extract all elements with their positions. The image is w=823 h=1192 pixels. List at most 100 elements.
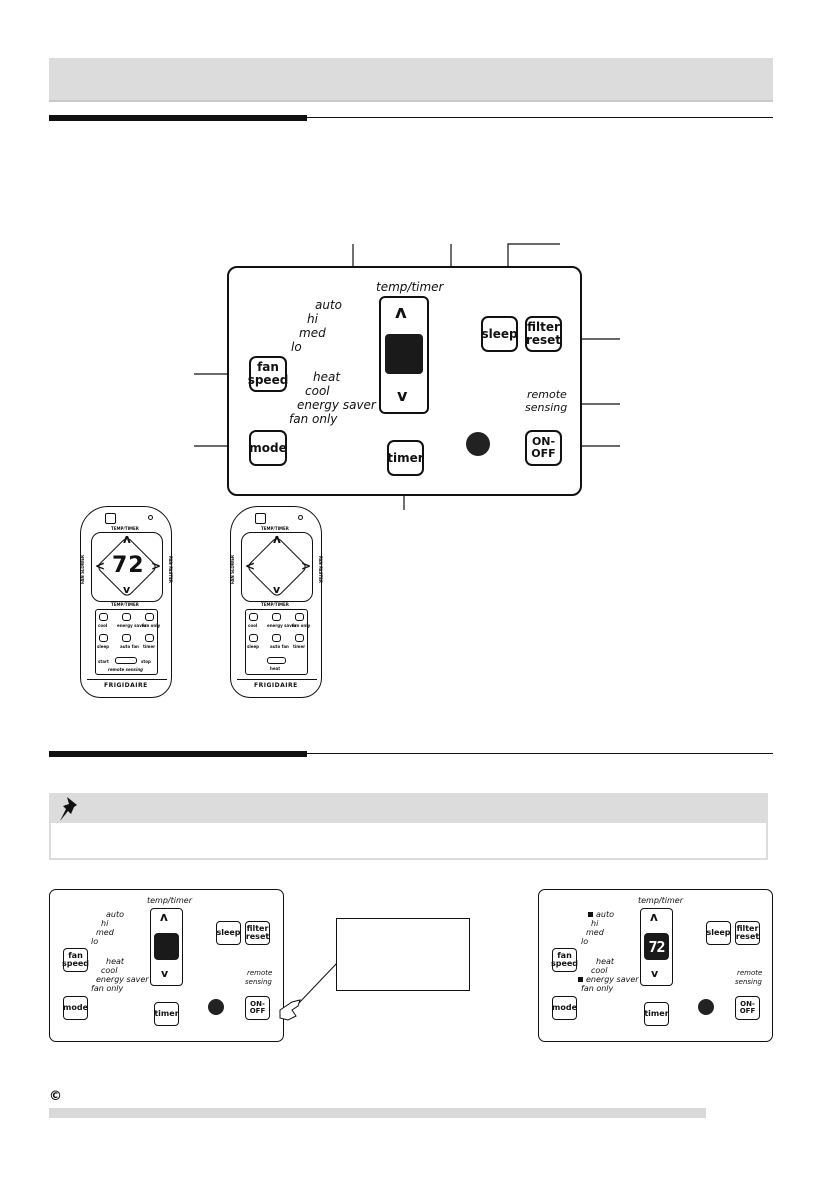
temp-down-button[interactable]: v bbox=[161, 967, 169, 980]
temp-up-button[interactable]: ʌ bbox=[650, 910, 658, 924]
remote-up-icon[interactable]: ʌ bbox=[123, 532, 131, 546]
remote-fan-only-button[interactable] bbox=[145, 613, 154, 621]
indicator-auto bbox=[588, 912, 593, 917]
remote-energy-saver-button[interactable] bbox=[272, 613, 281, 621]
remote-auto-fan-button[interactable] bbox=[122, 634, 131, 642]
remote-auto-fan-button[interactable] bbox=[272, 634, 281, 642]
mode-button[interactable]: mode bbox=[552, 996, 577, 1020]
fan-level-auto: auto bbox=[596, 910, 615, 919]
temp-display bbox=[154, 933, 179, 960]
mode-energy-saver: energy saver bbox=[586, 975, 639, 984]
fan-faster-label: FAN FASTER bbox=[317, 556, 323, 583]
fan-slower-label: FAN SLOWER bbox=[230, 554, 236, 585]
ir-led-icon bbox=[298, 515, 303, 520]
remote-up-icon[interactable]: ʌ bbox=[273, 532, 281, 546]
fan-speed-button[interactable]: fan speed bbox=[248, 356, 288, 392]
timer-button[interactable]: timer bbox=[154, 1002, 179, 1026]
fan-speed-button[interactable]: fan speed bbox=[551, 948, 578, 972]
remote-fan-only-button[interactable] bbox=[295, 613, 304, 621]
remote-heat-label: heat bbox=[270, 666, 281, 671]
remote-energy-saver-button[interactable] bbox=[122, 613, 131, 621]
fan-level-med: med bbox=[96, 928, 114, 937]
fan-faster-label: FAN FASTER bbox=[167, 556, 173, 583]
remote-cool-button[interactable] bbox=[249, 613, 258, 621]
remote-temp-timer-bottom: TEMP/TIMER bbox=[111, 602, 139, 607]
remote-cool-button[interactable] bbox=[99, 613, 108, 621]
filter-reset-button[interactable]: filter reset bbox=[735, 921, 760, 945]
remote-auto-fan-label: auto fan bbox=[270, 644, 289, 649]
remote-temp-timer-top: TEMP/TIMER bbox=[261, 526, 289, 531]
remote-cool-label: cool bbox=[98, 623, 108, 628]
remote-left-icon[interactable]: < bbox=[245, 559, 256, 573]
section-rule-thick bbox=[49, 115, 307, 121]
note-header bbox=[49, 793, 768, 823]
mode-button[interactable]: mode bbox=[63, 996, 88, 1020]
remote-right-icon[interactable]: > bbox=[151, 559, 162, 573]
temp-display: 72 bbox=[644, 933, 669, 960]
remote-sleep-button[interactable] bbox=[99, 634, 108, 642]
fan-speed-button[interactable]: fan speed bbox=[62, 948, 89, 972]
temp-up-button[interactable]: ʌ bbox=[160, 910, 168, 924]
sleep-button[interactable]: sleep bbox=[216, 921, 241, 945]
remote-sensor-dot bbox=[208, 999, 224, 1015]
timer-button[interactable]: timer bbox=[387, 440, 424, 476]
remote-dpad[interactable]: ʌ v < > bbox=[241, 532, 313, 602]
power-icon[interactable] bbox=[255, 513, 266, 524]
power-icon[interactable] bbox=[105, 513, 116, 524]
remote-down-icon[interactable]: v bbox=[273, 583, 281, 596]
temp-down-button[interactable]: v bbox=[651, 967, 659, 980]
fan-level-hi: hi bbox=[307, 312, 318, 326]
control-panel-small-left: temp/timer auto hi med lo heat cool ener… bbox=[49, 889, 284, 1042]
remote-fan-only-label: fan only bbox=[142, 623, 161, 628]
control-panel-small-right: temp/timer auto hi med lo heat cool ener… bbox=[538, 889, 773, 1042]
on-off-button[interactable]: ON- OFF bbox=[735, 996, 760, 1020]
remote-dpad[interactable]: ʌ v < > 72 bbox=[91, 532, 163, 602]
remote-sleep-label: sleep bbox=[97, 644, 110, 649]
on-off-button[interactable]: ON- OFF bbox=[245, 996, 270, 1020]
remote-timer-button[interactable] bbox=[145, 634, 154, 642]
timer-button[interactable]: timer bbox=[644, 1002, 669, 1026]
remote-down-icon[interactable]: v bbox=[123, 583, 131, 596]
remote-heat-button[interactable] bbox=[267, 657, 286, 664]
fan-level-med: med bbox=[299, 326, 326, 340]
remote-display: 72 bbox=[112, 553, 145, 578]
temp-timer-rocker: ʌ 72 v bbox=[640, 908, 673, 986]
temp-display bbox=[385, 334, 423, 374]
remote-temp-timer-top: TEMP/TIMER bbox=[111, 526, 139, 531]
fan-level-auto: auto bbox=[106, 910, 125, 919]
footer-bar bbox=[49, 1108, 706, 1118]
remote-sleep-button[interactable] bbox=[249, 634, 258, 642]
remote-timer-button[interactable] bbox=[295, 634, 304, 642]
fan-level-hi: hi bbox=[101, 919, 109, 928]
fan-level-lo: lo bbox=[581, 937, 589, 946]
filter-reset-button[interactable]: filter reset bbox=[245, 921, 270, 945]
mode-cool: cool bbox=[591, 966, 608, 975]
remote-energy-saver-label: energy saver bbox=[117, 623, 147, 628]
remote-sensing-label-1: remote bbox=[247, 969, 273, 977]
fan-level-lo: lo bbox=[291, 340, 302, 354]
remote-right-icon[interactable]: > bbox=[301, 559, 312, 573]
sleep-button[interactable]: sleep bbox=[706, 921, 731, 945]
remote-left-icon[interactable]: < bbox=[95, 559, 106, 573]
remote-brand-strip bbox=[237, 679, 317, 691]
temp-down-button[interactable]: v bbox=[397, 386, 408, 405]
remote-button-pad bbox=[95, 609, 158, 675]
remote-sensor-dot bbox=[466, 432, 490, 456]
mode-cool: cool bbox=[305, 384, 330, 398]
temp-timer-label: temp/timer bbox=[147, 896, 192, 905]
fan-level-auto: auto bbox=[315, 298, 343, 312]
remote-sensing-label-2: sensing bbox=[245, 978, 272, 986]
indicator-energy-saver bbox=[578, 977, 583, 982]
on-off-button[interactable]: ON- OFF bbox=[525, 430, 562, 466]
temp-timer-rocker: ʌ v bbox=[379, 296, 429, 414]
remote-timer-label: timer bbox=[143, 644, 156, 649]
filter-reset-button[interactable]: filter reset bbox=[525, 316, 562, 352]
mode-fan-only: fan only bbox=[581, 984, 614, 993]
remote-start-stop-button[interactable] bbox=[115, 657, 137, 664]
section-header-bar bbox=[49, 58, 773, 102]
mode-button[interactable]: mode bbox=[249, 430, 287, 466]
sleep-button[interactable]: sleep bbox=[481, 316, 518, 352]
mode-fan-only: fan only bbox=[289, 412, 338, 426]
fan-level-med: med bbox=[586, 928, 604, 937]
temp-up-button[interactable]: ʌ bbox=[395, 302, 407, 323]
